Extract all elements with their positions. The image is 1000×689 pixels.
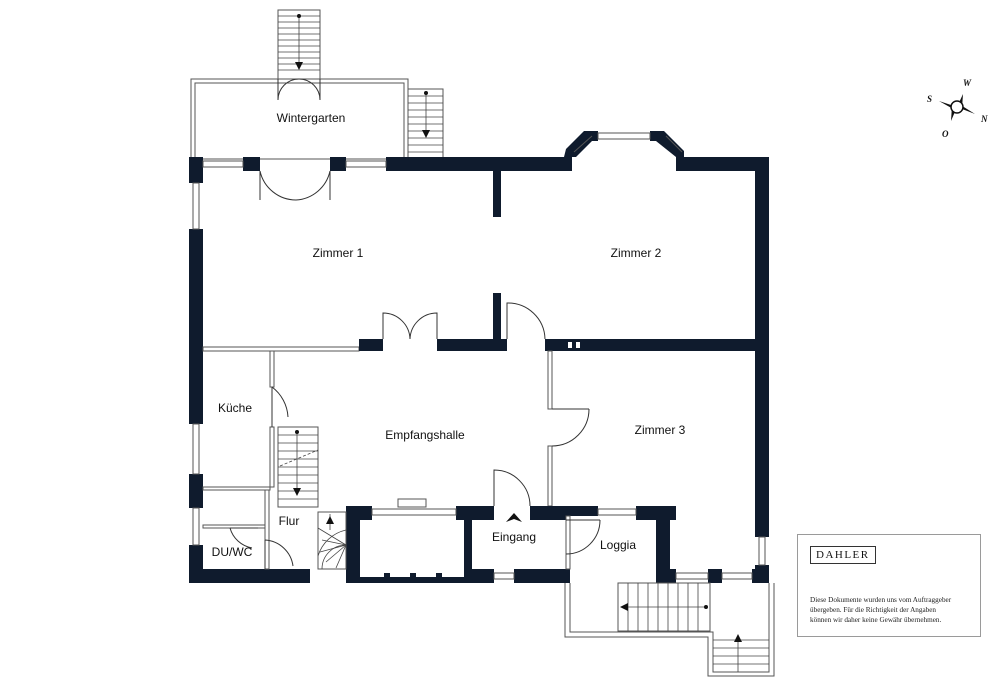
label-empfangshalle: Empfangshalle <box>385 428 465 442</box>
doors <box>229 170 601 569</box>
compass-n: N <box>980 114 988 124</box>
compass-rose-icon: W S N O <box>927 78 988 139</box>
label-zimmer3: Zimmer 3 <box>635 423 686 437</box>
label-wintergarten: Wintergarten <box>277 111 346 125</box>
disclaimer-line-1: Diese Dokumente wurden uns vom Auftragge… <box>810 596 952 604</box>
outer-walls <box>189 131 769 583</box>
label-zimmer2: Zimmer 2 <box>611 246 662 260</box>
stair-wintergarten-right <box>407 88 444 160</box>
label-loggia: Loggia <box>600 538 636 552</box>
dahler-logo: DAHLER <box>810 546 876 564</box>
label-kueche: Küche <box>218 401 252 415</box>
stair-top <box>277 9 321 80</box>
compass-w: W <box>963 78 972 88</box>
label-duwc: DU/WC <box>212 545 253 559</box>
compass-o: O <box>942 129 949 139</box>
label-eingang: Eingang <box>492 530 536 544</box>
interior-walls <box>202 171 755 570</box>
stair-hall <box>277 426 319 508</box>
compass-s: S <box>927 94 932 104</box>
disclaimer-text: Diese Dokumente wurden uns vom Auftragge… <box>810 595 975 625</box>
label-flur: Flur <box>279 514 300 528</box>
disclaimer-line-2: übergeben. Für die Richtigkeit der Angab… <box>810 606 937 614</box>
stair-spiral <box>317 511 347 570</box>
wintergarten-top-door <box>277 78 321 101</box>
entrance-arrow-icon <box>506 513 522 522</box>
disclaimer-box: DAHLER Diese Dokumente wurden uns vom Au… <box>797 534 981 637</box>
disclaimer-line-3: können wir daher keine Gewähr übernehmen… <box>810 616 942 624</box>
terrace-bottom <box>564 582 775 677</box>
label-zimmer1: Zimmer 1 <box>313 246 364 260</box>
